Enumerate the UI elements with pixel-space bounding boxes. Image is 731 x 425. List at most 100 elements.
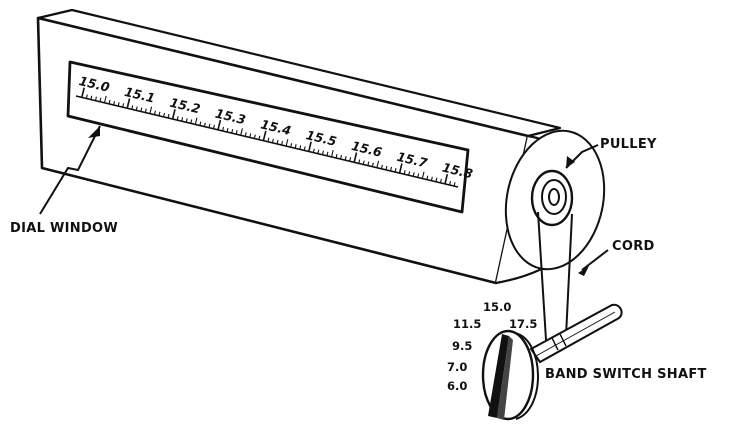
dial-minor-tick <box>326 151 329 156</box>
dial-minor-tick <box>271 138 274 143</box>
dial-scale-number: 15.1 <box>123 84 156 106</box>
dial-minor-tick <box>163 112 166 118</box>
dial-minor-tick <box>113 100 116 106</box>
band-switch-pointer <box>488 334 509 418</box>
dial-major-tick <box>217 119 222 130</box>
dial-minor-tick <box>412 172 415 177</box>
dial-minor-tick <box>231 129 234 134</box>
dial-minor-tick <box>208 123 211 128</box>
dial-minor-tick <box>435 177 438 182</box>
dial-minor-tick <box>85 94 88 99</box>
dial-major-tick <box>171 109 176 120</box>
dial-minor-tick <box>94 96 97 101</box>
dial-minor-tick <box>340 154 343 160</box>
dial-scale-number: 15.2 <box>168 95 201 117</box>
dial-minor-tick <box>176 116 179 121</box>
dial-minor-tick <box>144 108 147 113</box>
dial-minor-tick <box>417 173 420 178</box>
dial-minor-tick <box>212 124 215 129</box>
dial-minor-tick <box>330 149 334 158</box>
dial-minor-tick <box>390 166 393 172</box>
dial-minor-tick <box>344 156 347 161</box>
dial-minor-tick <box>99 97 102 102</box>
dial-scale-baseline <box>75 95 459 188</box>
dial-major-tick <box>262 130 267 141</box>
dial-minor-tick <box>358 159 361 164</box>
dial-minor-tick <box>394 167 397 173</box>
dial-minor-tick <box>267 137 270 142</box>
dial-window <box>66 60 470 214</box>
dial-scale-number: 15.5 <box>305 127 339 149</box>
dial-minor-tick <box>335 153 338 159</box>
pulley <box>530 169 574 227</box>
dial-major-tick <box>308 141 312 152</box>
dial-minor-tick <box>149 106 153 114</box>
dial-scale-number: 15.7 <box>395 149 429 171</box>
dial-minor-tick <box>376 160 380 168</box>
band-switch-shaft <box>529 303 623 364</box>
dial-minor-tick <box>194 117 198 125</box>
dial-minor-tick <box>131 105 134 110</box>
dial-ticks <box>81 87 456 187</box>
dial-window-arrowhead <box>88 126 100 138</box>
band-position-label: 17.5 <box>509 317 537 331</box>
dial-minor-tick <box>290 143 293 148</box>
dial-minor-tick <box>439 178 442 183</box>
dial-minor-tick <box>185 118 188 123</box>
dial-minor-tick <box>240 128 243 136</box>
dial-minor-tick <box>117 102 120 107</box>
dial-minor-tick <box>226 127 229 133</box>
dial-major-tick <box>126 98 131 109</box>
dial-scale-number: 15.6 <box>350 138 384 160</box>
dial-minor-tick <box>235 130 238 135</box>
dial-scale-number: 15.0 <box>78 73 112 95</box>
band-switch-shaft-label: BAND SWITCH SHAFT <box>545 367 707 382</box>
dial-minor-tick <box>249 133 252 138</box>
dial-minor-tick <box>362 160 365 165</box>
dial-minor-tick <box>108 99 111 105</box>
band-position-label: 6.0 <box>447 379 467 393</box>
dial-minor-tick <box>276 139 279 145</box>
dial-minor-tick <box>349 157 352 162</box>
dial-major-tick <box>353 152 358 163</box>
dial-minor-tick <box>158 111 161 116</box>
pulley-label: PULLEY <box>600 137 657 152</box>
dial-minor-tick <box>426 175 429 180</box>
dial-minor-tick <box>321 150 324 155</box>
dial-window-label: DIAL WINDOW <box>10 221 118 236</box>
dial-minor-tick <box>367 161 370 166</box>
cord-leader <box>581 249 609 271</box>
dial-scale-number: 15.4 <box>259 116 292 138</box>
dial-minor-tick <box>285 139 289 147</box>
dial-minor-tick <box>253 134 256 139</box>
dial-major-tick <box>444 174 449 185</box>
dial-major-tick <box>398 163 403 174</box>
dial-window-leader <box>39 125 101 215</box>
dial-minor-tick <box>181 117 184 122</box>
dial-minor-tick <box>153 110 156 115</box>
dial-minor-tick <box>122 103 125 108</box>
dial-minor-tick <box>203 122 206 127</box>
dial-minor-tick <box>380 164 383 169</box>
dial-minor-tick <box>258 135 261 140</box>
band-switch-knob <box>481 329 539 421</box>
dial-minor-tick <box>90 95 93 100</box>
dial-minor-tick <box>317 149 320 154</box>
dial-minor-tick <box>199 121 202 126</box>
pulley-arrowhead <box>566 156 575 168</box>
dial-scale-number: 15.8 <box>441 160 475 182</box>
dial-minor-tick <box>244 132 247 137</box>
cord-arrowhead <box>578 266 589 276</box>
dial-major-tick <box>81 87 85 98</box>
dial-minor-tick <box>222 126 225 132</box>
dial-minor-tick <box>385 165 388 171</box>
band-position-label: 9.5 <box>452 339 472 353</box>
dial-minor-tick <box>421 171 425 179</box>
dial-minor-tick <box>371 162 374 167</box>
dial-minor-tick <box>430 176 433 181</box>
dial-minor-tick <box>403 170 406 175</box>
dial-minor-tick <box>449 180 452 186</box>
